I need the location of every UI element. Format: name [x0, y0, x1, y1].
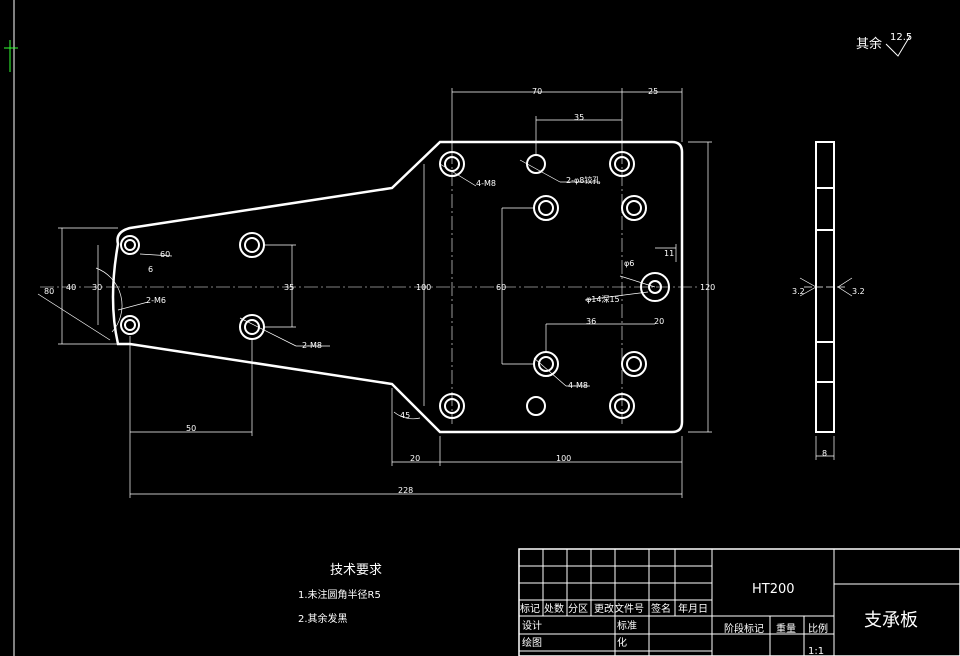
side-view-dims — [799, 277, 853, 460]
dimension-label: 2-M6 — [146, 296, 166, 305]
dimension-label: 25 — [648, 87, 658, 96]
dimension-label: 2-φ8铰孔 — [566, 175, 600, 185]
dimension-label: 100 — [416, 283, 431, 292]
dimension-label: 35 — [284, 283, 294, 292]
dimension-label: 36 — [586, 317, 596, 326]
title-block-grid — [518, 548, 960, 656]
dimension-label: 60 — [496, 283, 506, 292]
dimension-label: 6 — [148, 265, 153, 274]
dimension-label: φ14深15 — [586, 295, 620, 304]
dimension-label: 标记 — [520, 603, 540, 615]
title-block-texts: 标记 处数 分区 更改文件号 签名 年月日 设计 标准 绘图 化 阶段标记 重量… — [520, 602, 828, 656]
dimension-label: 3.2 — [792, 287, 805, 296]
dimension-label: 30 — [92, 283, 102, 292]
dimension-label: 20 — [654, 317, 664, 326]
dimension-label: 120 — [700, 283, 715, 292]
ucs-marker — [4, 40, 18, 72]
roughness-label: 其余 — [856, 36, 882, 52]
dimension-label: 1:1 — [808, 646, 824, 656]
dimension-label: 化 — [617, 636, 627, 649]
dimension-label: 设计 — [522, 619, 542, 632]
holes — [120, 151, 670, 419]
tech-item-1: 1.未注圆角半径R5 — [298, 588, 381, 601]
tech-title: 技术要求 — [330, 563, 382, 578]
dimension-label: 80 — [44, 287, 54, 296]
dimension-label: 3.2 — [852, 287, 865, 296]
roughness-value: 12.5 — [890, 32, 912, 43]
centerlines — [40, 150, 700, 424]
dimension-lines — [37, 88, 712, 498]
dimension-label: 4-M8 — [568, 381, 588, 390]
dimension-label: 重量 — [776, 622, 796, 635]
material: HT200 — [752, 582, 795, 597]
plate-outline — [111, 140, 684, 434]
dimension-label: 年月日 — [678, 602, 708, 615]
dimension-label: 40 — [66, 283, 76, 292]
roughness-symbol — [885, 35, 911, 57]
part-name: 支承板 — [864, 610, 918, 631]
dimension-label: 45 — [400, 411, 410, 420]
dimension-label: 228 — [398, 486, 413, 495]
dimension-label: 比例 — [808, 622, 828, 635]
dimension-label: 2-M8 — [302, 341, 322, 350]
dimension-label: 分区 — [568, 603, 588, 615]
dimension-label: 绘图 — [522, 636, 542, 649]
dimension-label: 50 — [186, 424, 196, 433]
dimension-label: 签名 — [651, 602, 671, 615]
dimension-label: 60 — [160, 250, 170, 259]
dimension-label: φ6 — [624, 259, 634, 268]
dimension-label: 4-M8 — [476, 179, 496, 188]
dimension-label: 8 — [822, 449, 827, 458]
dimension-label: 处数 — [544, 602, 564, 615]
dimension-label: 35 — [574, 113, 584, 122]
tech-item-2: 2.其余发黑 — [298, 612, 348, 625]
dimension-label: 100 — [556, 454, 571, 463]
dimension-texts: 70 25 35 4-M8 2-φ8铰孔 60 6 2-M6 30 40 80 … — [44, 87, 865, 495]
dimension-label: 20 — [410, 454, 420, 463]
dimension-label: 更改文件号 — [594, 602, 644, 615]
dimension-label: 标准 — [617, 620, 637, 632]
dimension-label: 阶段标记 — [724, 622, 764, 635]
dimension-label: 70 — [532, 87, 542, 96]
dimension-label: 11 — [664, 249, 674, 258]
